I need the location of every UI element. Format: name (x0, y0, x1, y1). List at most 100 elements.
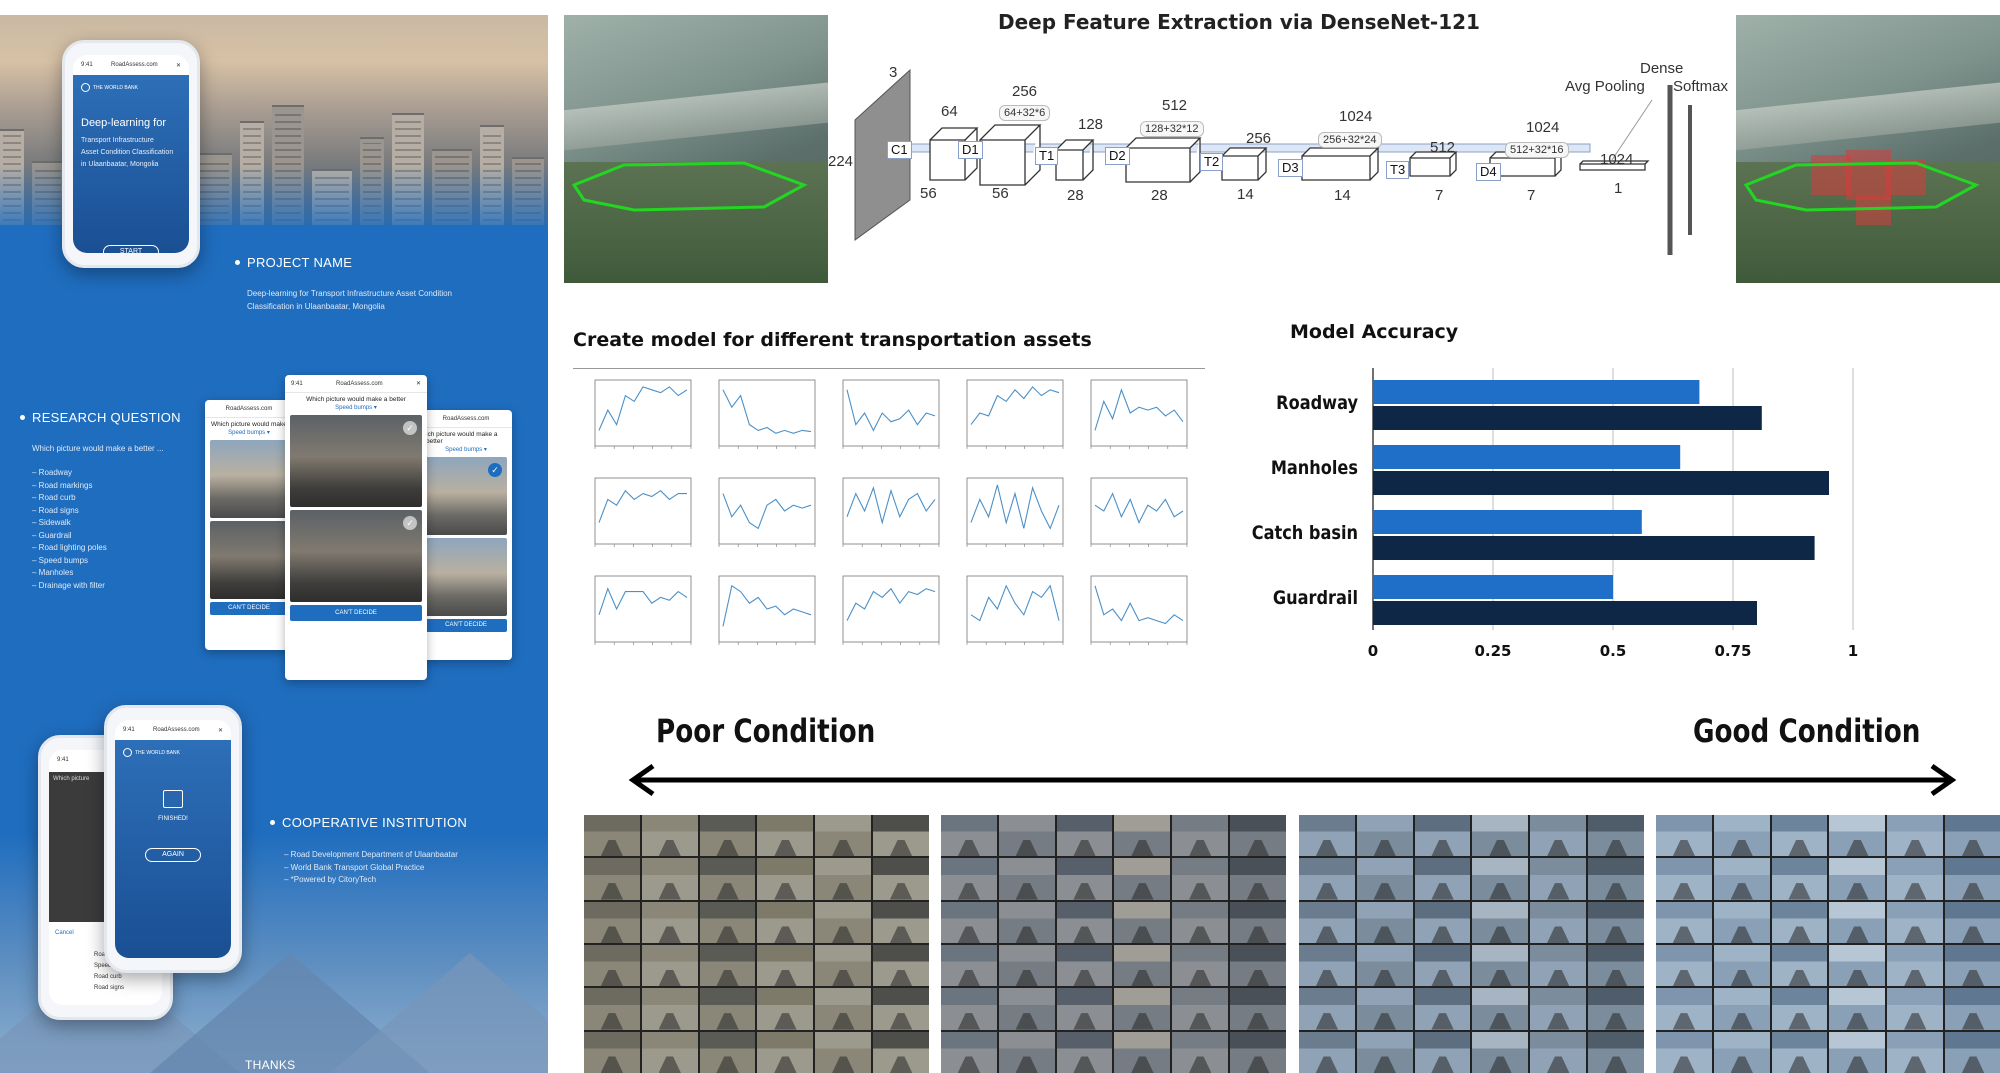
road-thumbnail (1713, 1031, 1770, 1073)
road-thumbnail (873, 944, 929, 987)
road-photo[interactable] (210, 440, 288, 518)
growth-label: 64+32*6 (999, 105, 1051, 121)
list-item: – Roadway (32, 468, 73, 477)
plot-series-line (598, 489, 687, 523)
softmax-label: Softmax (1673, 78, 1729, 95)
road-thumbnail (1114, 988, 1171, 1030)
list-item: – Road Development Department of Ulaanba… (284, 850, 458, 859)
road-thumbnail (1656, 988, 1712, 1030)
list-item: – World Bank Transport Global Practice (284, 862, 425, 872)
road-thumbnail (1230, 944, 1286, 987)
close-icon[interactable]: ✕ (175, 62, 181, 69)
check-icon[interactable]: ✓ (403, 421, 417, 435)
plot-series-line (722, 389, 812, 434)
list-item: – Manholes (32, 568, 74, 577)
road-thumbnail (757, 901, 814, 943)
again-button[interactable]: AGAIN (145, 848, 201, 862)
accuracy-bar (1373, 471, 1829, 495)
road-thumbnail (998, 944, 1055, 987)
road-thumbnail (1299, 1031, 1355, 1073)
road-thumbnail (1299, 944, 1355, 987)
road-photo[interactable] (210, 521, 288, 599)
pothole-outline (571, 161, 808, 212)
channel-label: 1024 (1526, 119, 1560, 136)
road-thumbnail (1172, 858, 1229, 900)
condition-image-mosaic (1656, 815, 2000, 1073)
road-thumbnail (1530, 944, 1587, 987)
road-thumbnail (1114, 944, 1171, 987)
cant-decide-button[interactable]: CAN'T DECIDE (210, 602, 288, 615)
close-icon[interactable]: ✕ (415, 381, 421, 387)
road-thumbnail (1829, 1031, 1886, 1073)
road-thumbnail (757, 944, 814, 987)
check-icon[interactable]: ✓ (403, 516, 417, 530)
block-t3: T3 (1386, 161, 1410, 179)
road-thumbnail (941, 858, 997, 900)
road-thumbnail (1656, 815, 1712, 857)
training-plot (966, 477, 1064, 547)
road-thumbnail (1887, 1031, 1944, 1073)
hero-subtitle: Transport Infrastructure Asset Condition… (81, 137, 174, 168)
road-thumbnail (1299, 858, 1355, 900)
road-photo[interactable] (425, 538, 507, 616)
plot-series-line (970, 584, 1060, 622)
close-icon[interactable]: ✕ (217, 727, 223, 734)
road-photo[interactable]: ✓ (290, 415, 422, 507)
plot-series-line (970, 386, 1060, 425)
world-bank-logo: THE WORLD BANK (81, 83, 138, 92)
road-thumbnail (641, 858, 698, 900)
road-thumbnail (1356, 901, 1413, 943)
road-thumbnail (1945, 988, 2000, 1030)
list-item: – Sidewalk (32, 518, 71, 527)
channel-label: 64 (941, 103, 958, 120)
cant-decide-button[interactable]: CAN'T DECIDE (290, 605, 422, 621)
road-thumbnail (1356, 988, 1413, 1030)
road-thumbnail (1230, 901, 1286, 943)
survey-card-center: 9:41 RoadAssess.com ✕ Which picture woul… (285, 375, 427, 680)
road-thumbnail (873, 815, 929, 857)
road-thumbnail (998, 858, 1055, 900)
cant-decide-button[interactable]: CAN'T DECIDE (425, 619, 507, 632)
check-icon[interactable]: ✓ (488, 463, 502, 477)
diagram-title: Deep Feature Extraction via DenseNet-121 (998, 10, 1480, 34)
road-thumbnail (1771, 988, 1828, 1030)
accuracy-bar (1373, 406, 1762, 430)
road-thumbnail (941, 944, 997, 987)
training-plot (718, 477, 816, 547)
start-button[interactable]: START (103, 245, 159, 253)
hero-title: Deep-learning for (81, 117, 166, 129)
road-thumbnail (641, 1031, 698, 1073)
road-thumbnail (1530, 988, 1587, 1030)
plot-frame (594, 477, 692, 545)
road-thumbnail (941, 988, 997, 1030)
accuracy-bar (1373, 601, 1757, 625)
road-thumbnail (815, 815, 872, 857)
road-thumbnail (815, 858, 872, 900)
size-label: 14 (1334, 187, 1351, 204)
tick-label: 0.5 (1599, 642, 1627, 660)
road-thumbnail (699, 1031, 756, 1073)
road-thumbnail (1472, 901, 1529, 943)
road-thumbnail (1414, 858, 1471, 900)
road-thumbnail (584, 944, 640, 987)
road-thumbnail (873, 988, 929, 1030)
research-question: Which picture would make a better ... (32, 444, 164, 453)
road-photo[interactable]: ✓ (290, 510, 422, 602)
plot-frame (842, 379, 940, 447)
road-thumbnail (1472, 815, 1529, 857)
road-thumbnail (1172, 1031, 1229, 1073)
block-d2: D2 (1105, 147, 1130, 165)
training-plot (842, 575, 940, 645)
size-label: 56 (992, 185, 1009, 202)
road-photo[interactable]: ✓ (425, 457, 507, 535)
status-time: 9:41 (291, 380, 303, 387)
road-thumbnail (641, 815, 698, 857)
tick-label: 0 (1367, 642, 1379, 660)
plot-frame (966, 379, 1064, 447)
list-item: – Drainage with filter (32, 580, 105, 590)
road-thumbnail (1230, 1031, 1286, 1073)
cooperative-list: – Road Development Department of Ulaanba… (284, 849, 458, 887)
road-thumbnail (1887, 815, 1944, 857)
finished-phone: 9:41 RoadAssess.com ✕ THE WORLD BANK FIN… (104, 705, 242, 973)
size-label: 7 (1435, 187, 1444, 204)
